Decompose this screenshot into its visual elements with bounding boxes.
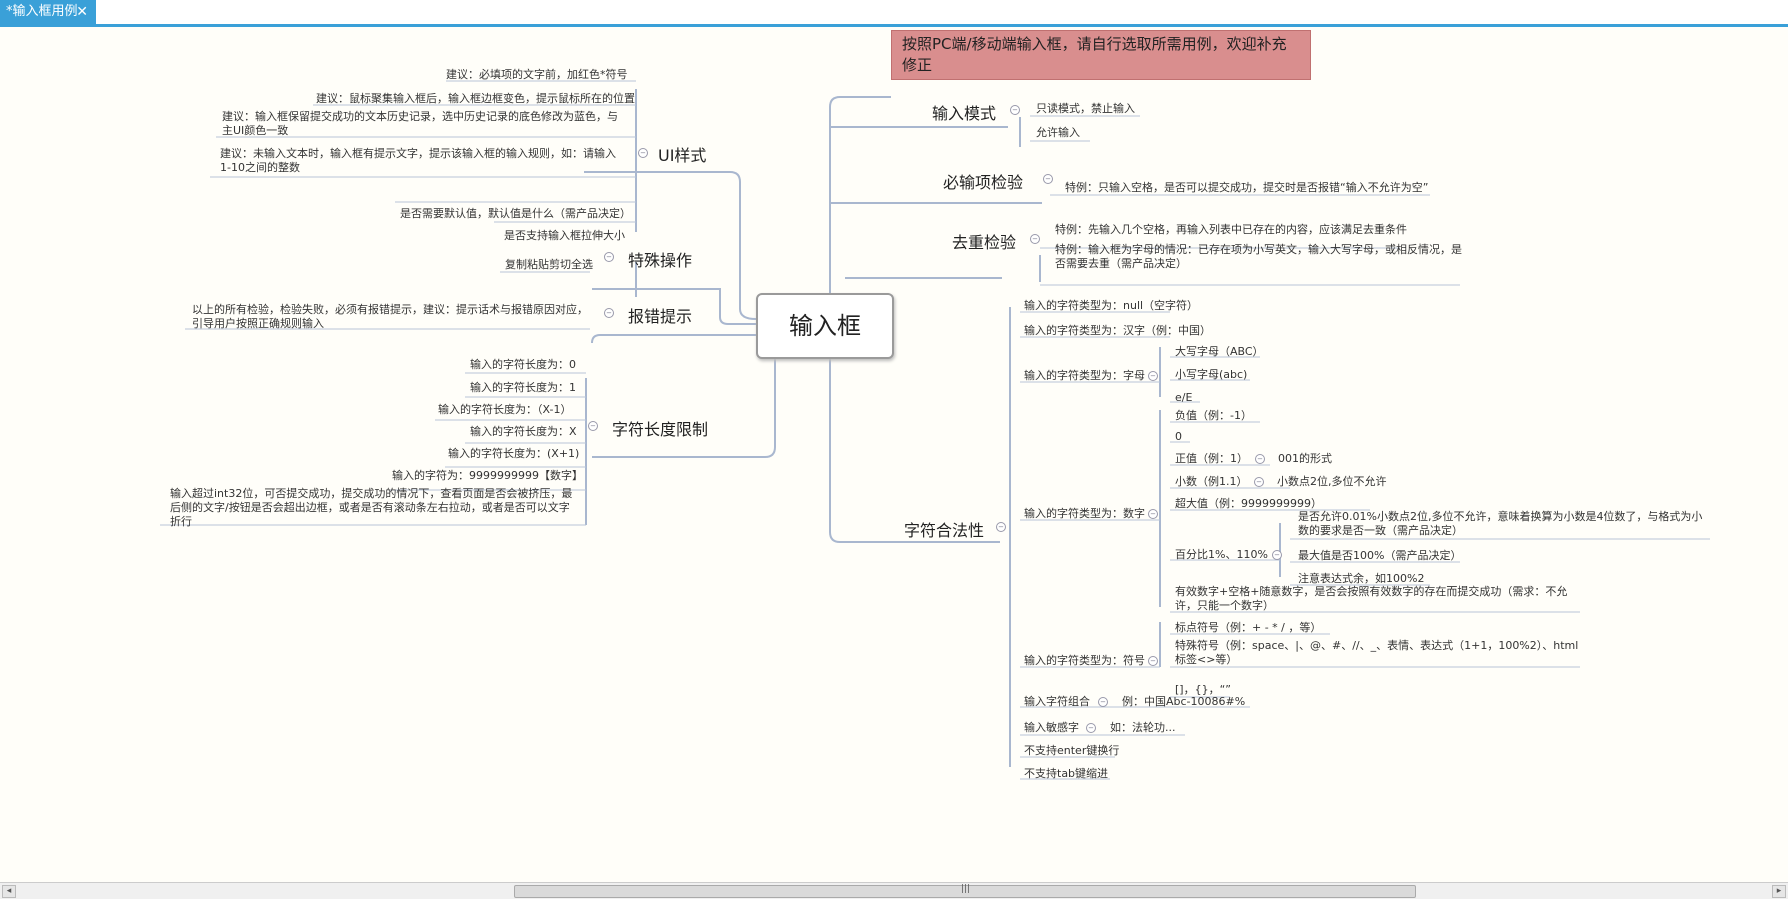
legal-digits[interactable]: 输入的字符类型为：数字 (1024, 507, 1145, 520)
legal-enter[interactable]: 不支持enter键换行 (1024, 744, 1120, 757)
scrollbar-thumb[interactable]: ||| (514, 884, 1416, 898)
required-item[interactable]: 特例：只输入空格，是否可以提交成功，提交时是否报错“输入不允许为空” (1065, 181, 1429, 194)
collapse-icon[interactable]: − (1086, 723, 1096, 733)
scroll-right-icon[interactable]: ▸ (1772, 885, 1786, 898)
close-icon[interactable]: ✕ (76, 4, 88, 20)
symbol-item[interactable]: 特殊符号（例：space、|、@、#、//、_、表情、表达式（1+1，100%2… (1175, 639, 1579, 666)
length-item[interactable]: 输入的字符长度为：1 (470, 381, 576, 394)
topic-char-validity[interactable]: 字符合法性 (904, 521, 985, 540)
dedup-item[interactable]: 特例：输入框为字母的情况：已存在项为小写英文，输入大写字母，或相反情况，是否需要… (1055, 243, 1462, 270)
collapse-icon[interactable]: − (1148, 509, 1158, 519)
dedup-item[interactable]: 特例：先输入几个空格，再输入列表中已存在的内容，应该满足去重条件 (1055, 223, 1407, 236)
letter-item[interactable]: 大写字母（ABC） (1175, 345, 1264, 358)
ui-style-item[interactable]: 建议：必填项的文字前，加红色*符号 (446, 68, 628, 81)
legal-sensitive[interactable]: 输入敏感字 (1024, 721, 1079, 734)
combo-child[interactable]: 例：中国Abc-10086#% (1122, 695, 1246, 708)
legal-letters[interactable]: 输入的字符类型为：字母 (1024, 369, 1145, 382)
sensitive-child[interactable]: 如：法轮功... (1110, 721, 1176, 734)
letter-item[interactable]: 小写字母(abc) (1175, 368, 1248, 381)
ui-style-item[interactable]: 建议：输入框保留提交成功的文本历史记录，选中历史记录的底色修改为蓝色，与主UI颜… (222, 110, 618, 137)
topic-ui-style[interactable]: UI样式 (658, 146, 707, 165)
topic-error-prompt[interactable]: 报错提示 (628, 307, 693, 326)
length-item[interactable]: 输入超过int32位，可否提交成功，提交成功的情况下，查看页面是否会被挤压，最后… (170, 487, 573, 528)
collapse-icon[interactable]: − (1255, 454, 1265, 464)
letter-item[interactable]: e/E (1175, 391, 1193, 404)
central-topic[interactable]: 输入框 (756, 293, 894, 359)
length-item[interactable]: 输入的字符长度为：0 (470, 358, 576, 371)
collapse-icon[interactable]: − (1254, 477, 1264, 487)
digit-valid[interactable]: 有效数字+空格+随意数字，是否会按照有效数字的存在而提交成功（需求：不允许，只能… (1175, 585, 1568, 612)
collapse-icon[interactable]: − (1148, 656, 1158, 666)
mode-item[interactable]: 只读模式，禁止输入 (1036, 102, 1135, 115)
pct-item[interactable]: 注意表达式余，如100%2 (1298, 572, 1425, 585)
digit-dec-child[interactable]: 小数点2位,多位不允许 (1277, 475, 1387, 488)
collapse-icon[interactable]: − (638, 148, 648, 158)
mindmap-canvas[interactable]: 输入框 按照PC端/移动端输入框，请自行选取所需用例，欢迎补充修正 UI样式 −… (0, 27, 1788, 882)
digit-dec[interactable]: 小数（例1.1） (1175, 475, 1248, 488)
collapse-icon[interactable]: − (1148, 371, 1158, 381)
topic-dedup-check[interactable]: 去重检验 (952, 233, 1017, 252)
mode-item[interactable]: 允许输入 (1036, 126, 1080, 139)
collapse-icon[interactable]: − (1272, 550, 1282, 560)
scroll-left-icon[interactable]: ◂ (2, 885, 16, 898)
digit-neg[interactable]: 负值（例：-1） (1175, 409, 1252, 422)
note-banner[interactable]: 按照PC端/移动端输入框，请自行选取所需用例，欢迎补充修正 (891, 30, 1311, 80)
tab-bar: *输入框用例 ✕ (0, 0, 1788, 27)
legal-symbols[interactable]: 输入的字符类型为：符号 (1024, 654, 1145, 667)
digit-zero[interactable]: 0 (1175, 430, 1182, 443)
error-item[interactable]: 以上的所有检验，检验失败，必须有报错提示，建议：提示话术与报错原因对应，引导用户… (192, 303, 588, 330)
grip-icon: ||| (961, 884, 971, 894)
legal-combo[interactable]: 输入字符组合 (1024, 695, 1090, 708)
ui-style-item[interactable]: 是否需要默认值，默认值是什么（需产品决定） (400, 207, 631, 220)
collapse-icon[interactable]: − (1043, 174, 1053, 184)
length-item[interactable]: 输入的字符长度为：（X-1） (438, 403, 572, 416)
collapse-icon[interactable]: − (1098, 697, 1108, 707)
ui-style-item[interactable]: 是否支持输入框拉伸大小 (504, 229, 625, 242)
topic-input-mode[interactable]: 输入模式 (932, 104, 997, 123)
collapse-icon[interactable]: − (1010, 105, 1020, 115)
legal-hanzi[interactable]: 输入的字符类型为：汉字（例：中国） (1024, 324, 1211, 337)
digit-pct[interactable]: 百分比1%、110% (1175, 548, 1268, 561)
length-item[interactable]: 输入的字符长度为：(X+1) (448, 447, 580, 460)
tab-title: *输入框用例 (6, 4, 78, 19)
horizontal-scrollbar[interactable]: ◂ ||| ▸ (0, 882, 1788, 899)
length-item[interactable]: 输入的字符长度为：X (470, 425, 577, 438)
topic-required-check[interactable]: 必输项检验 (943, 173, 1024, 192)
legal-tab[interactable]: 不支持tab键缩进 (1024, 767, 1109, 780)
collapse-icon[interactable]: − (604, 308, 614, 318)
ui-style-item[interactable]: 建议：鼠标聚集输入框后，输入框边框变色，提示鼠标所在的位置 (316, 92, 635, 105)
collapse-icon[interactable]: − (1030, 234, 1040, 244)
digit-pos-child[interactable]: 001的形式 (1278, 452, 1332, 465)
connector-lines (160, 80, 1710, 780)
collapse-icon[interactable]: − (996, 522, 1006, 532)
legal-null[interactable]: 输入的字符类型为：null（空字符） (1024, 299, 1199, 312)
topic-special-ops[interactable]: 特殊操作 (628, 251, 693, 270)
symbol-item[interactable]: []，{}，“” (1175, 683, 1231, 696)
ui-style-item[interactable]: 建议：未输入文本时，输入框有提示文字，提示该输入框的输入规则，如：请输入1-10… (220, 147, 616, 174)
length-item[interactable]: 输入的字符为：9999999999【数字】 (392, 469, 583, 482)
pct-item[interactable]: 是否允许0.01%小数点2位,多位不允许，意味着换算为小数是4位数了，与格式为小… (1298, 510, 1703, 537)
topic-length-limit[interactable]: 字符长度限制 (612, 420, 709, 439)
special-item[interactable]: 复制粘贴剪切全选 (505, 258, 593, 271)
symbol-item[interactable]: 标点符号（例：+ - * / ，等） (1175, 621, 1322, 634)
digit-big[interactable]: 超大值（例：9999999999） (1175, 497, 1322, 510)
collapse-icon[interactable]: − (588, 421, 598, 431)
tab-mindmap[interactable]: *输入框用例 ✕ (0, 0, 96, 24)
pct-item[interactable]: 最大值是否100%（需产品决定） (1298, 549, 1462, 562)
digit-pos[interactable]: 正值（例：1） (1175, 452, 1248, 465)
collapse-icon[interactable]: − (604, 252, 614, 262)
